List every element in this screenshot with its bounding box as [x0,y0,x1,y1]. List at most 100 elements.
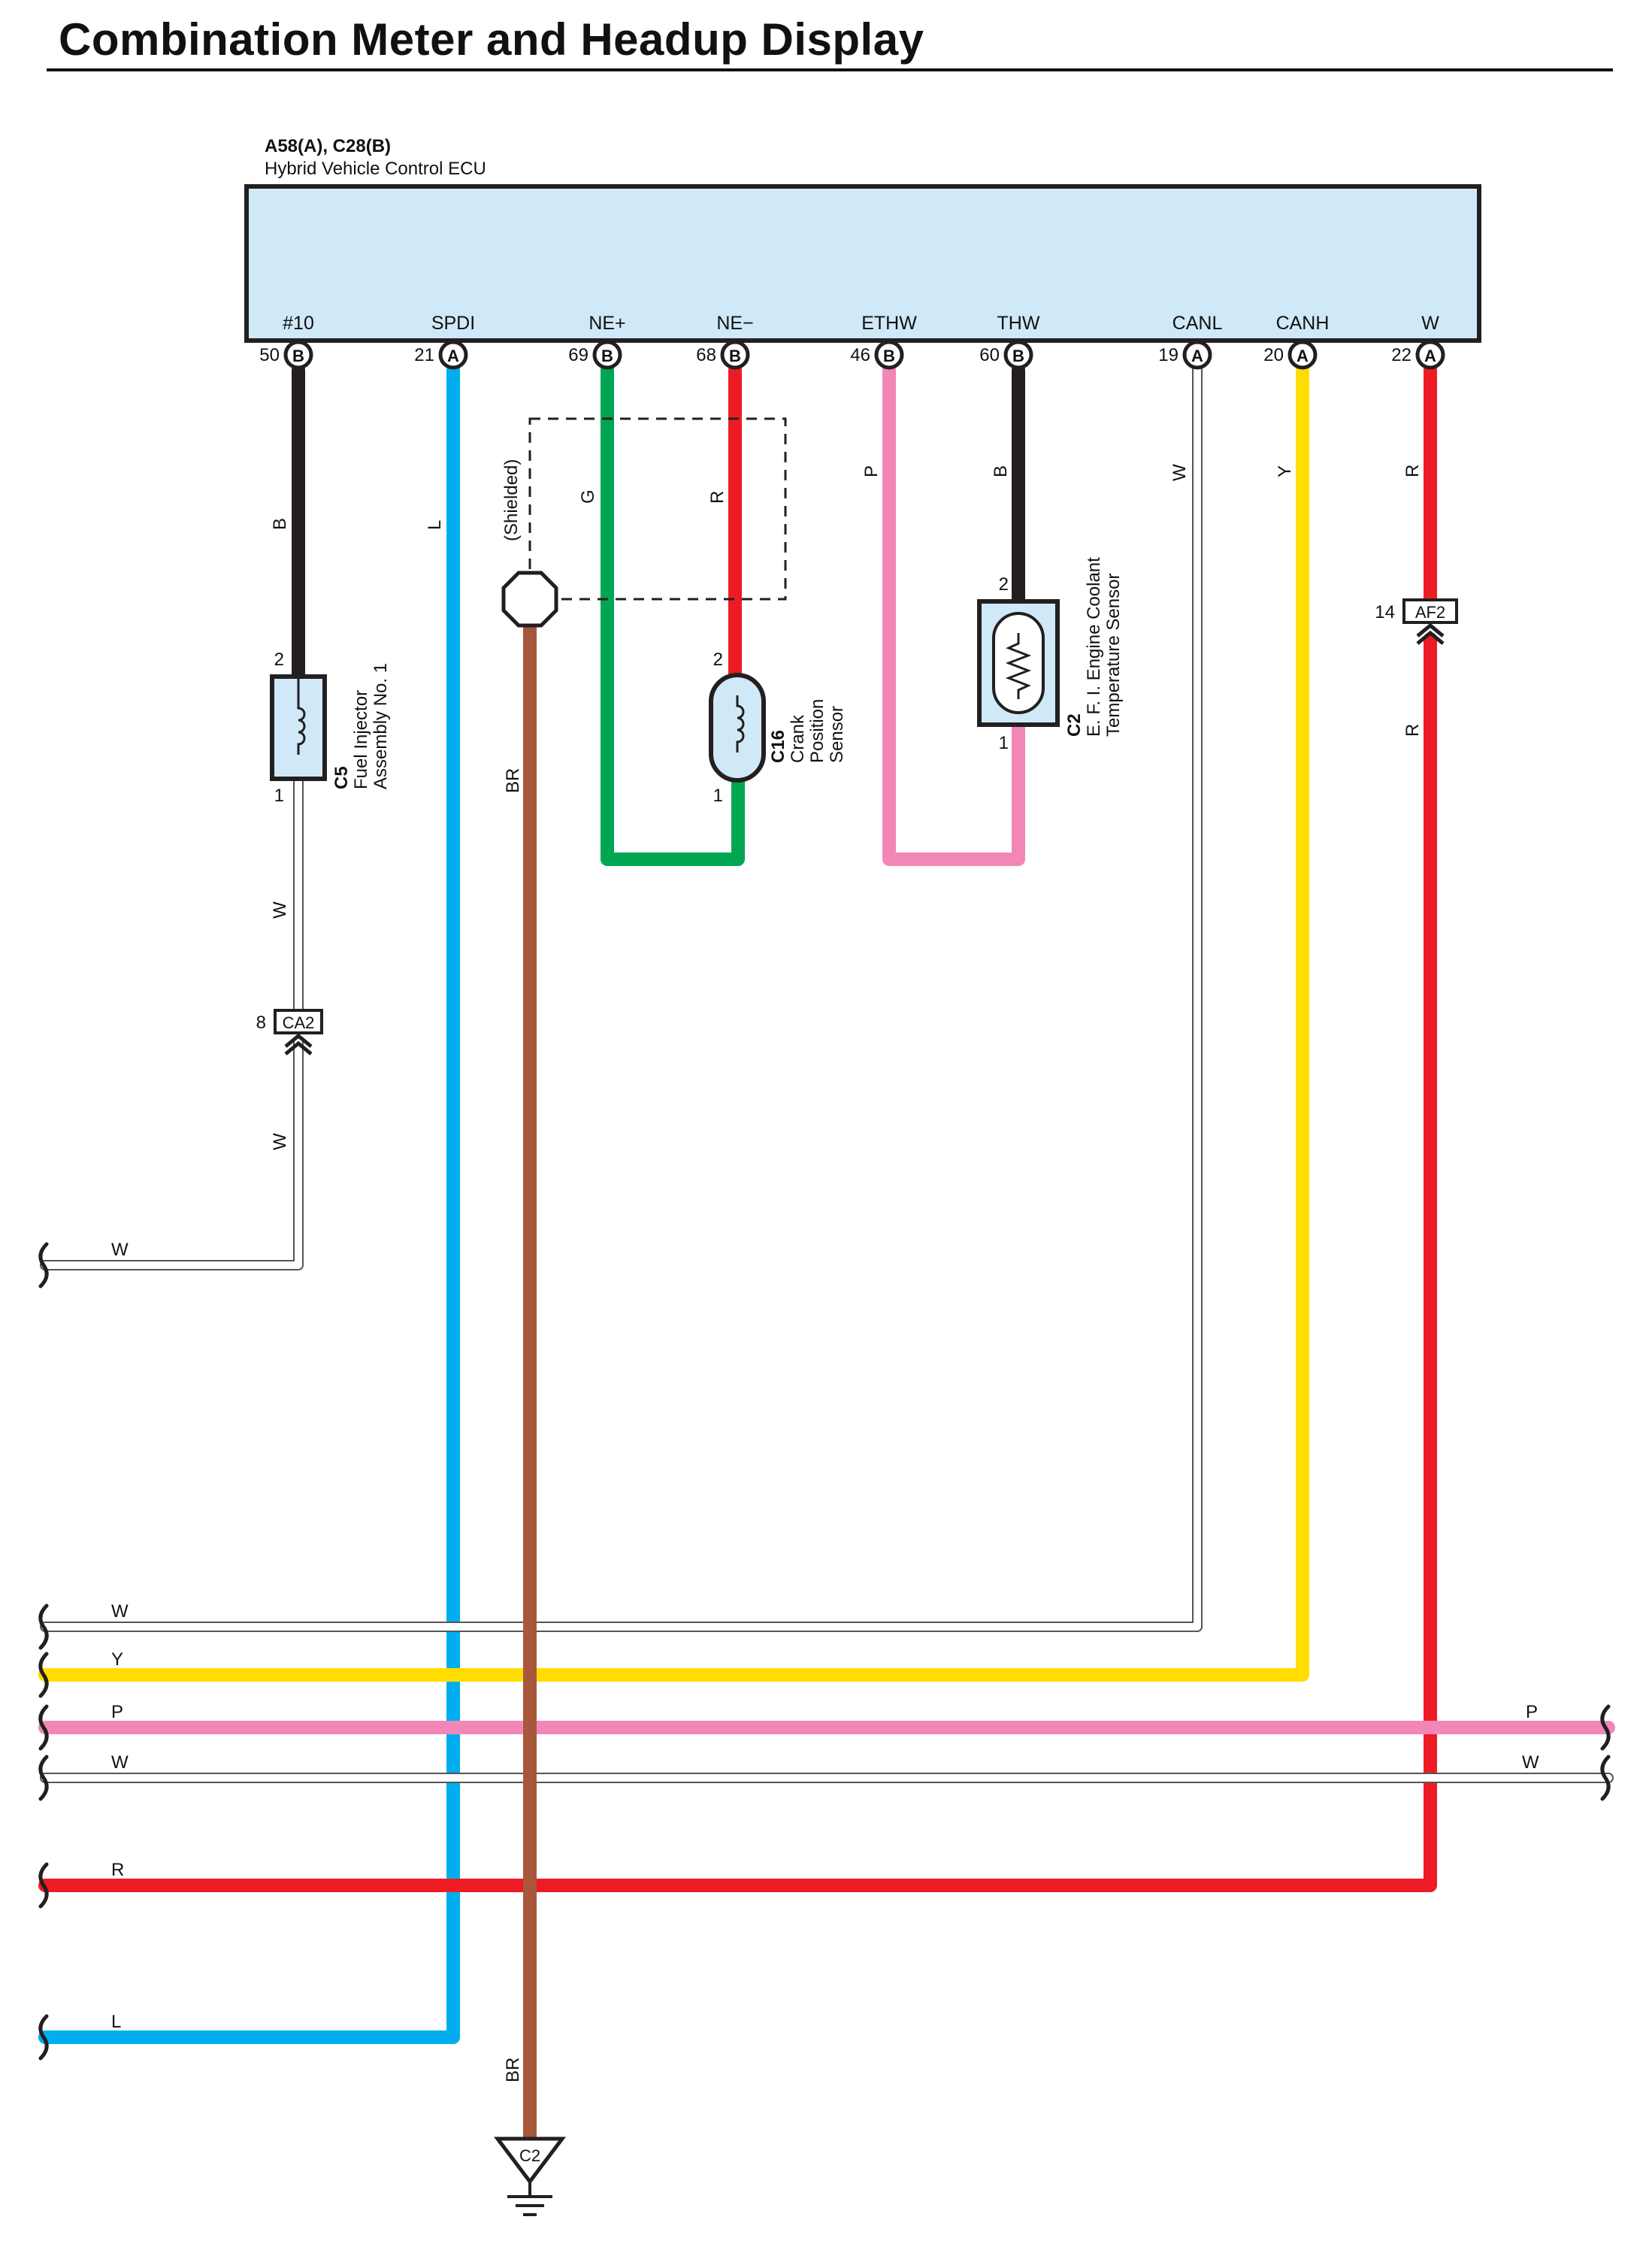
wire-label-red-ne: R [707,491,728,504]
crank-pin-bottom: 1 [713,786,723,806]
injector-pin-bottom: 1 [274,786,284,806]
ecu-pin-number: 68 [696,345,716,365]
ecu-pin-label: CANH [1276,313,1330,334]
ecu-pin-number: 46 [850,345,870,365]
ecu-pin-label: NE+ [588,313,625,334]
ecu-pin-label: ETHW [861,313,917,334]
wire-white-left [41,1037,302,1269]
bus-label-red: R [111,1860,124,1880]
wire-blue-spdi [38,363,460,2044]
wire-red-w-lower [38,632,1437,1892]
ecu-pin-label: #10 [283,313,314,334]
ground-symbol: C2 [493,2136,567,2216]
ecu-pin-number: 60 [979,345,1000,365]
crank-position-sensor: 2 1 C16 Crank Position Sensor [709,650,847,806]
coolant-id: C2 [1064,713,1085,737]
wire-label-red-w-upper: R [1402,465,1423,477]
crank-name-3: Sensor [827,706,847,763]
coolant-pin-bottom: 1 [999,733,1009,753]
ecu-pin-connector: A [1424,347,1436,365]
ca2-id: CA2 [283,1013,315,1032]
ecu-pin-ne-plus: NE+ B 69 [568,313,626,370]
wire-label-pink-ethw: P [861,465,882,477]
ecu-pin-label: THW [997,313,1040,334]
wire-label-black-thw: B [991,465,1011,477]
ecu-pin-connector: A [1191,347,1203,365]
shield-box [528,417,787,601]
bus-label-blue: L [111,2012,121,2032]
ecu-pin-number: 22 [1391,345,1411,365]
ecu-pin-connector: A [1296,347,1309,365]
ecu-pin-label: SPDI [431,313,475,334]
crank-name-1: Crank [788,714,808,763]
bus-label-pink-right: P [1526,1702,1538,1722]
ecu-pin-connector: B [883,347,895,365]
coolant-name-2: Temperature Sensor [1103,574,1124,737]
wire-yellow-canh [38,363,1309,1682]
ecu-pin-thw: THW B 60 [979,313,1040,370]
crank-pin-top: 2 [713,650,723,670]
wire-label-white-ca2: W [270,1133,290,1150]
wire-pink-ethw [882,363,1025,866]
injector-pin-top: 2 [274,650,284,670]
ecu-pin-connector: A [447,347,459,365]
ecu-pin-canh: CANH A 20 [1263,313,1330,370]
ecu-pin-label: W [1421,313,1439,334]
ecu-pin-connector: B [1012,347,1024,365]
bus-label-white-left: W [111,1752,129,1773]
wire-label-red-w-lower: R [1402,724,1423,737]
ecu-pin-canl: CANL A 19 [1158,313,1222,370]
ecu-pin-ne-minus: NE− B 68 [696,313,754,370]
wire-label-green: G [578,489,598,504]
af2-pin: 14 [1375,602,1395,622]
continuation-brackets [38,1242,1611,2061]
wire-color-labels: B L G R P B W Y R R W W BR BR W W Y P P … [111,464,1539,2082]
injector-name-2: Assembly No. 1 [371,663,391,789]
ecu-pin-number: 50 [259,345,280,365]
coolant-name-1: E. F. I. Engine Coolant [1084,557,1104,737]
wire-label-white-canl: W [1169,464,1190,481]
coolant-temp-sensor: 2 1 C2 E. F. I. Engine Coolant Temperatu… [977,557,1124,753]
wire-label-blue: L [425,520,445,530]
ecu-pin-number: 19 [1158,345,1178,365]
shield-connector-octagon [501,571,558,628]
ecu-pin-10: #10 B 50 [259,313,314,370]
af2-id: AF2 [1415,603,1445,622]
bus-label-white-canl: W [111,1601,129,1622]
crank-name-2: Position [807,699,828,763]
ecu-box [244,184,1481,343]
injector-name-1: Fuel Injector [351,690,371,789]
wire-label-black: B [270,518,290,530]
ecu-name: Hybrid Vehicle Control ECU [265,159,486,179]
ecu-pin-w: W A 22 [1391,313,1445,370]
wires [38,363,1615,2145]
wire-green-ne-plus [601,363,745,866]
ecu-pin-label: NE− [716,313,753,334]
ecu-pin-number: 20 [1263,345,1284,365]
injector-id: C5 [331,766,352,789]
ecu-pin-connector: B [292,347,304,365]
bus-label-yellow: Y [111,1649,123,1670]
wire-label-brown-upper: BR [503,768,523,793]
ecu-pin-connector: B [729,347,741,365]
fuel-injector: 2 1 C5 Fuel Injector Assembly No. 1 [270,650,391,806]
ecu-pin-connector: B [601,347,613,365]
ca2-pin: 8 [256,1013,266,1033]
bus-label-white-top: W [111,1240,129,1260]
bus-label-white-right: W [1522,1752,1539,1773]
inline-connector-af2: AF2 14 [1375,598,1458,645]
ecu-pin-number: 21 [414,345,434,365]
coolant-pin-top: 2 [999,574,1009,595]
bus-label-pink-left: P [111,1702,123,1722]
ground-id: C2 [519,2146,540,2165]
ecu-pin-ethw: ETHW B 46 [850,313,917,370]
inline-connector-ca2: CA2 8 [256,1009,323,1055]
wire-label-yellow-canh: Y [1275,465,1295,477]
crank-id: C16 [768,730,788,763]
page-title: Combination Meter and Headup Display [59,14,924,65]
ecu-pin-spdi: SPDI A 21 [414,313,475,370]
ecu-pins: #10 B 50 SPDI A 21 NE+ B 69 NE− B 68 ETH… [259,313,1445,370]
wire-label-brown-lower: BR [503,2058,523,2082]
ecu-connector-ids: A58(A), C28(B) [265,136,391,156]
